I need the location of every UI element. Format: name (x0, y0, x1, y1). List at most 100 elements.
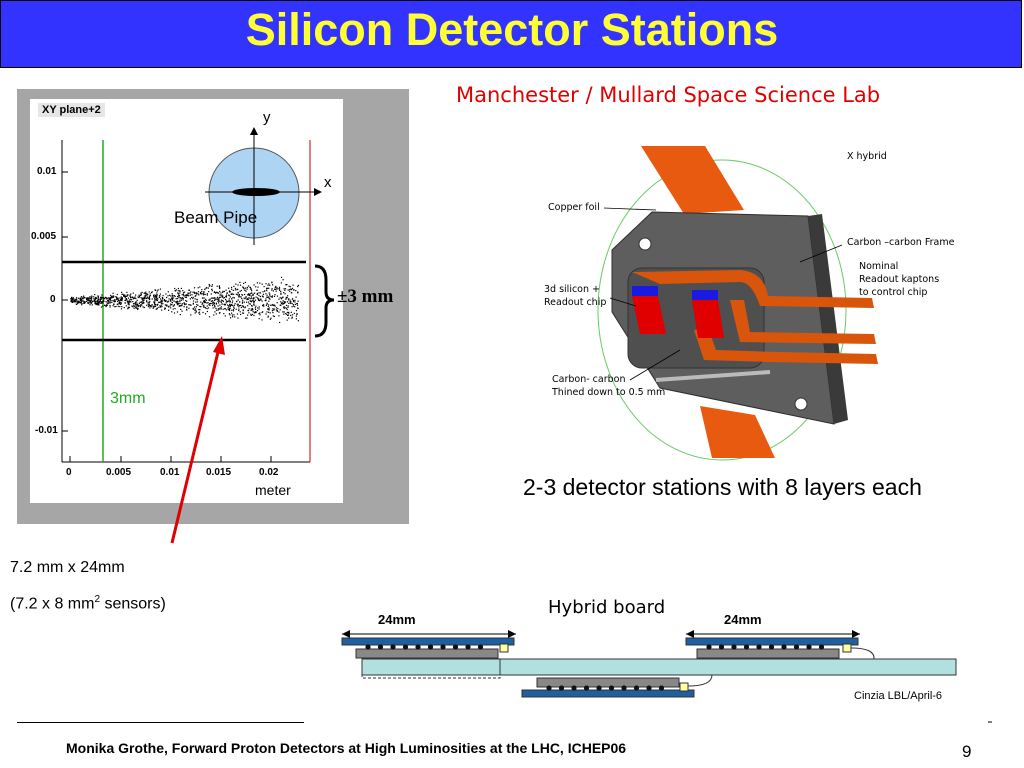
scatter-point (132, 298, 134, 300)
sensor-size-suffix: sensors) (100, 595, 166, 613)
scatter-point (158, 301, 160, 303)
scatter-point (154, 294, 156, 297)
scatter-point (226, 294, 228, 296)
scatter-point (219, 287, 221, 290)
scatter-point (283, 288, 285, 290)
scatter-point (246, 297, 248, 300)
scatter-point (283, 302, 285, 305)
scatter-point (192, 297, 194, 300)
scatter-point (139, 301, 141, 303)
scatter-point (172, 299, 174, 301)
scatter-point (147, 306, 150, 308)
bump-bond (440, 644, 446, 650)
scatter-point (190, 304, 192, 306)
scatter-point (195, 306, 197, 308)
scatter-point (246, 286, 248, 289)
scatter-point (255, 311, 257, 313)
scatter-point (286, 301, 289, 303)
scatter-point (253, 314, 255, 317)
scatter-point (109, 299, 111, 301)
pipe-x-arrow (314, 188, 322, 196)
pipe-x-label: x (324, 174, 332, 191)
scatter-point (251, 292, 253, 294)
scatter-point (274, 286, 276, 288)
scatter-point (283, 307, 285, 309)
scatter-point (266, 290, 268, 292)
scatter-point (123, 294, 125, 296)
scatter-point (271, 288, 273, 290)
scatter-point (296, 313, 298, 315)
scatter-point (275, 290, 277, 292)
scatter-point (212, 303, 214, 305)
bump-bond (718, 644, 725, 650)
scatter-point (182, 297, 184, 299)
scatter-point (197, 293, 199, 295)
scatter-point (269, 318, 271, 320)
scatter-point (131, 296, 133, 298)
scatter-point (282, 311, 284, 313)
scatter-point (141, 302, 143, 304)
scatter-point (292, 314, 294, 316)
scatter-point (215, 299, 217, 301)
scatter-point (177, 301, 179, 303)
scatter-point (110, 294, 112, 296)
scatter-point (108, 297, 110, 299)
scatter-point (261, 319, 263, 321)
scatter-point (163, 299, 166, 301)
scatter-point (95, 297, 98, 299)
scatter-point (249, 287, 251, 289)
scatter-point (203, 293, 205, 295)
scatter-point (154, 303, 156, 306)
scatter-point (164, 304, 166, 306)
scatter-point (167, 291, 169, 293)
scatter-point (295, 290, 297, 292)
scatter-point (297, 307, 299, 310)
scatter-point (88, 297, 90, 299)
scatter-point (233, 293, 235, 295)
scatter-point (208, 291, 210, 293)
scatter-point (139, 294, 141, 297)
scatter-point (296, 313, 298, 315)
scatter-point (107, 299, 109, 301)
scatter-point (213, 299, 216, 301)
scatter-point (258, 308, 260, 310)
scatter-point (185, 296, 187, 298)
scatter-point (232, 316, 234, 318)
scatter-point (278, 288, 280, 290)
scatter-point (287, 314, 290, 316)
scatter-point (81, 304, 83, 306)
scatter-point (198, 294, 200, 296)
scatter-point (280, 293, 282, 295)
scatter-point (228, 305, 230, 307)
scatter-point (179, 297, 181, 299)
scatter-point (238, 293, 240, 296)
scatter-point (227, 300, 229, 302)
scatter-point (241, 301, 244, 303)
scatter-point (248, 312, 250, 314)
scatter-point (285, 304, 288, 306)
scatter-point (180, 305, 182, 307)
scatter-point (288, 302, 290, 304)
scatter-point (215, 292, 217, 294)
scatter-point (255, 308, 257, 310)
scatter-point (264, 299, 266, 302)
scatter-point (155, 296, 157, 298)
scatter-point (280, 304, 282, 306)
readout-chip-left (632, 286, 658, 296)
scatter-point (111, 297, 113, 299)
scatter-point (208, 285, 210, 287)
scatter-point (228, 294, 230, 296)
scatter-point (143, 297, 145, 299)
scatter-point (145, 295, 147, 297)
scatter-point (143, 296, 145, 298)
scatter-point (127, 306, 129, 308)
scatter-point (77, 300, 80, 302)
scatter-point (117, 299, 119, 301)
scatter-point (151, 304, 153, 306)
scatter-point (289, 286, 291, 288)
scatter-point (91, 304, 93, 306)
scatter-point (224, 308, 226, 310)
scatter-point (209, 304, 211, 306)
scatter-point (280, 302, 283, 305)
scatter-point (232, 309, 235, 311)
